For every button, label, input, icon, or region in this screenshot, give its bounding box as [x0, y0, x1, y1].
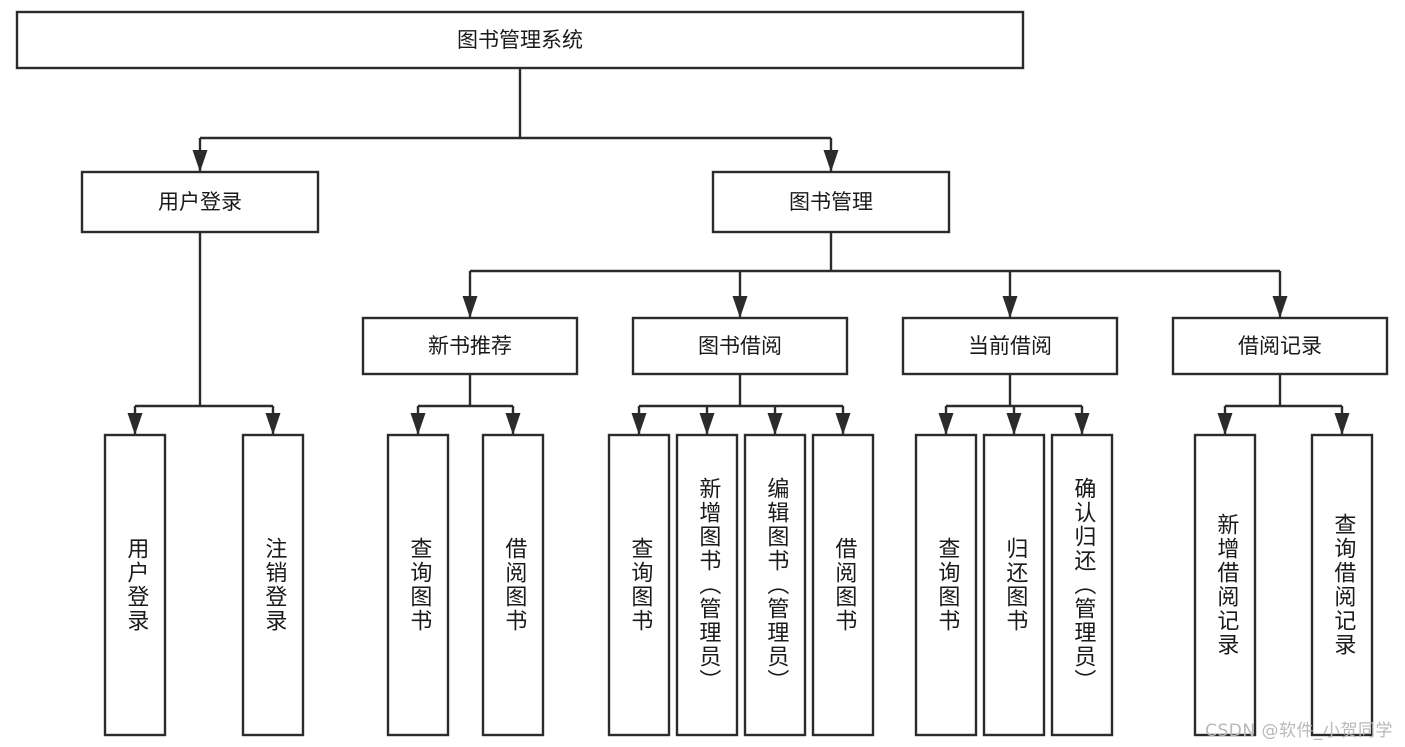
arrow-head-icon: [1006, 413, 1022, 435]
arrow-head-icon: [823, 150, 839, 172]
arrow-head-icon: [1272, 296, 1288, 318]
node-leaf-query-book-c[interactable]: [914, 433, 978, 737]
node-leaf-query-record[interactable]: [1310, 433, 1374, 737]
node-user-login-label: 用户登录: [158, 190, 242, 214]
connector-group: [631, 374, 851, 435]
arrow-head-icon: [265, 413, 281, 435]
arrow-head-icon: [410, 413, 426, 435]
node-leaf-query-book-b[interactable]: [607, 433, 671, 737]
node-leaf-return-book[interactable]: [982, 433, 1046, 737]
connector-group: [938, 374, 1090, 435]
arrow-head-icon: [462, 296, 478, 318]
node-current-borrow-label: 当前借阅: [968, 334, 1052, 358]
arrow-head-icon: [631, 413, 647, 435]
node-leaf-user-logout[interactable]: [241, 433, 305, 737]
node-leaf-confirm-return[interactable]: [1050, 433, 1114, 737]
watermark-text: CSDN @软件_小贺同学: [1205, 721, 1393, 741]
node-book-borrow-label: 图书借阅: [698, 334, 782, 358]
node-leaf-add-book[interactable]: [675, 433, 739, 737]
node-leaf-edit-book[interactable]: [743, 433, 807, 737]
arrow-head-icon: [1074, 413, 1090, 435]
node-user-login[interactable]: 用户登录: [80, 170, 320, 234]
connectors-layer: [127, 68, 1350, 435]
node-new-book-rec[interactable]: 新书推荐: [361, 316, 579, 376]
node-borrow-record[interactable]: 借阅记录: [1171, 316, 1389, 376]
connector-group: [410, 374, 521, 435]
arrow-head-icon: [1334, 413, 1350, 435]
connector-group: [1217, 374, 1350, 435]
arrow-head-icon: [1217, 413, 1233, 435]
arrow-head-icon: [938, 413, 954, 435]
arrow-head-icon: [505, 413, 521, 435]
arrow-head-icon: [767, 413, 783, 435]
node-root-system-label: 图书管理系统: [457, 28, 583, 52]
node-borrow-record-label: 借阅记录: [1238, 334, 1322, 358]
arrow-head-icon: [732, 296, 748, 318]
node-book-borrow[interactable]: 图书借阅: [631, 316, 849, 376]
node-leaf-borrow-book-rec[interactable]: [481, 433, 545, 737]
connector-group: [462, 232, 1288, 318]
arrow-head-icon: [192, 150, 208, 172]
arrow-head-icon: [1002, 296, 1018, 318]
node-current-borrow[interactable]: 当前借阅: [901, 316, 1119, 376]
connector-group: [127, 232, 281, 435]
node-root-system[interactable]: 图书管理系统: [15, 10, 1025, 70]
arrow-head-icon: [835, 413, 851, 435]
node-new-book-rec-label: 新书推荐: [428, 334, 512, 358]
arrow-head-icon: [699, 413, 715, 435]
node-leaf-borrow-book-b[interactable]: [811, 433, 875, 737]
node-leaf-add-record[interactable]: [1193, 433, 1257, 737]
node-leaf-user-login[interactable]: [103, 433, 167, 737]
node-book-manage[interactable]: 图书管理: [711, 170, 951, 234]
arrow-head-icon: [127, 413, 143, 435]
connector-group: [192, 68, 839, 172]
node-leaf-query-book-rec[interactable]: [386, 433, 450, 737]
node-book-manage-label: 图书管理: [789, 190, 873, 214]
